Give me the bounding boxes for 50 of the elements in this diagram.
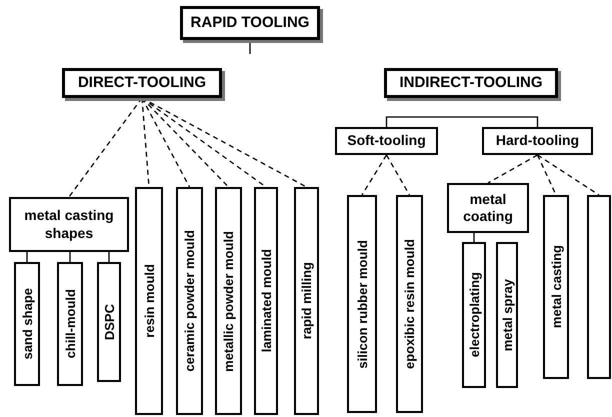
node-label: electroplating	[468, 272, 480, 358]
process-box	[384, 68, 558, 98]
connector-line	[386, 116, 538, 127]
process-box	[9, 197, 129, 252]
process-box	[482, 127, 593, 155]
vertical-box	[543, 195, 569, 379]
vertical-box	[462, 242, 486, 388]
node-label: resin mould	[142, 264, 156, 338]
vertical-box	[496, 242, 518, 388]
node-label: Soft-tooling	[347, 132, 426, 150]
node-label: Hard-tooling	[496, 132, 580, 150]
connector-line	[26, 252, 28, 262]
vertical-box	[215, 187, 242, 415]
vertical-box	[587, 195, 611, 379]
connector-line	[536, 154, 557, 196]
connector-line	[537, 154, 600, 196]
node-label: metal casting shapes	[23, 207, 115, 242]
node-label: metal coating	[462, 190, 514, 226]
node-label: chill-mould	[64, 289, 76, 359]
node-label: RAPID TOOLING	[190, 14, 310, 32]
node-label: metal spray	[500, 278, 514, 352]
vertical-box	[97, 262, 121, 382]
node-label: INDIRECT-TOOLING	[399, 74, 543, 92]
node-label: DIRECT-TOOLING	[78, 74, 206, 92]
node-label: metallic powder mould	[222, 230, 235, 372]
node-label: epoxibic resin mould	[403, 238, 416, 370]
vertical-box	[14, 262, 40, 386]
connector-line	[386, 154, 410, 196]
connector-line	[361, 154, 388, 196]
connector-line	[69, 252, 71, 262]
process-box	[62, 68, 222, 98]
process-box	[447, 183, 529, 233]
connector-line	[108, 252, 110, 262]
vertical-box	[57, 262, 83, 386]
vertical-box	[347, 195, 377, 413]
vertical-box	[396, 195, 423, 413]
node-label: ceramic powder mould	[183, 230, 196, 372]
node-label: silicon rubber mould	[356, 240, 368, 368]
vertical-box	[135, 187, 163, 415]
node-label: laminated mould	[260, 249, 272, 353]
node-label: sand shape	[20, 288, 34, 360]
process-box	[335, 127, 438, 155]
vertical-box	[176, 187, 203, 415]
node-label: rapid milling	[300, 262, 313, 340]
vertical-box	[254, 187, 278, 415]
connector-line	[488, 154, 538, 184]
node-label: metal casting	[550, 245, 562, 329]
vertical-box	[294, 187, 319, 415]
node-label: DSPC	[102, 304, 116, 340]
process-box	[180, 6, 320, 40]
